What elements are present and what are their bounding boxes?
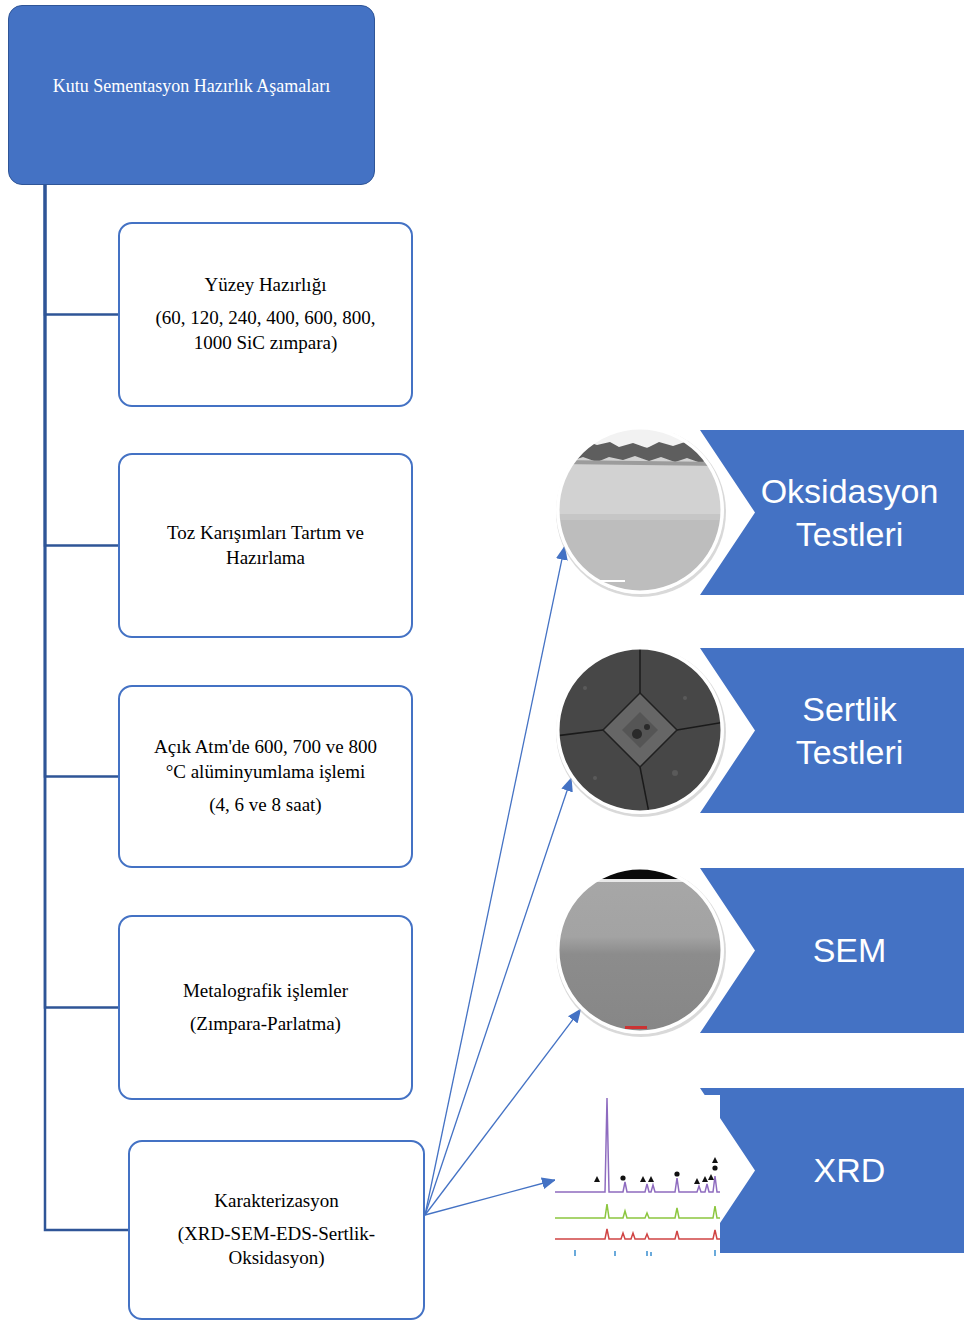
chevron-band bbox=[700, 648, 964, 813]
chevron-band bbox=[700, 1088, 964, 1253]
illustration-part bbox=[555, 863, 725, 879]
illustration-part bbox=[555, 1204, 720, 1218]
illustration-part bbox=[575, 1250, 715, 1256]
tab-shape bbox=[555, 430, 964, 595]
tab-shape bbox=[555, 648, 964, 813]
illustration-part bbox=[594, 1176, 600, 1182]
illustration-part bbox=[555, 1095, 720, 1263]
illustration-part bbox=[593, 776, 597, 780]
node-label: Karakterizasyon bbox=[152, 1189, 401, 1214]
text-holder: Açık Atm'de 600, 700 ve 800 °C alüminyum… bbox=[142, 735, 389, 817]
node-detail: (60, 120, 240, 400, 600, 800, 1000 SiC z… bbox=[142, 306, 389, 355]
photo-frame bbox=[558, 868, 722, 1032]
tree-connector bbox=[45, 185, 128, 1230]
sem-micrograph bbox=[555, 863, 725, 1038]
node-label: Yüzey Hazırlığı bbox=[142, 273, 389, 298]
result-tab: XRD bbox=[555, 1088, 964, 1253]
text-holder: Yüzey Hazırlığı (60, 120, 240, 400, 600, … bbox=[142, 273, 389, 355]
text-holder: Sertlik Testleri bbox=[745, 648, 954, 813]
illustration-part bbox=[555, 1229, 720, 1239]
illustration-part bbox=[555, 460, 725, 466]
illustration-part bbox=[712, 1157, 718, 1163]
illustration-part bbox=[625, 1026, 647, 1029]
text-holder: Metalografik işlemler (Zımpara-Parlatma) bbox=[183, 979, 348, 1036]
illustration-part bbox=[672, 770, 678, 776]
process-box: Yüzey Hazırlığı (60, 120, 240, 400, 600, … bbox=[118, 222, 413, 407]
node-label: SEM bbox=[813, 929, 887, 972]
node-label: Oksidasyon Testleri bbox=[745, 470, 954, 555]
process-box: Açık Atm'de 600, 700 ve 800 °C alüminyum… bbox=[118, 685, 413, 868]
text-holder: SEM bbox=[745, 868, 954, 1033]
text-holder: XRD bbox=[745, 1088, 954, 1253]
illustration-part bbox=[712, 1165, 717, 1170]
illustration-part bbox=[639, 643, 641, 693]
illustration-part bbox=[677, 722, 725, 730]
illustration-part bbox=[640, 1176, 646, 1182]
tab-shape bbox=[555, 868, 964, 1033]
tree-connector bbox=[45, 185, 118, 1008]
illustration-part bbox=[583, 686, 587, 690]
illustration-part bbox=[555, 879, 725, 882]
illustration-part bbox=[644, 724, 650, 730]
tab-shape bbox=[555, 1088, 964, 1253]
illustration-part bbox=[622, 712, 658, 748]
illustration-part bbox=[648, 1176, 654, 1182]
photo-frame bbox=[558, 428, 722, 592]
photo-frame bbox=[558, 648, 722, 812]
illustration-part bbox=[603, 693, 677, 767]
node-label: Toz Karışımları Tartım ve Hazırlama bbox=[142, 521, 389, 570]
arrow-connector bbox=[425, 778, 571, 1215]
illustration-part bbox=[683, 696, 687, 700]
oxidation-micrograph bbox=[555, 425, 725, 600]
chevron-band bbox=[700, 868, 964, 1033]
illustration-part bbox=[555, 863, 725, 1038]
xrd-pattern bbox=[555, 1095, 720, 1263]
result-tab: SEM bbox=[555, 868, 964, 1033]
text-holder: Kutu Sementasyon Hazırlık Aşamaları bbox=[53, 75, 330, 98]
node-label: Açık Atm'de 600, 700 ve 800 °C alüminyum… bbox=[142, 735, 389, 784]
tree-connector bbox=[45, 185, 118, 777]
illustration-part bbox=[702, 1176, 708, 1182]
arrow-connector bbox=[425, 1180, 555, 1215]
node-detail: (Zımpara-Parlatma) bbox=[183, 1012, 348, 1037]
illustration-part bbox=[620, 1175, 625, 1180]
node-detail: (XRD-SEM-EDS-Sertlik-Oksidasyon) bbox=[152, 1222, 401, 1271]
process-box: Metalografik işlemler (Zımpara-Parlatma) bbox=[118, 915, 413, 1100]
illustration-part bbox=[708, 1174, 714, 1180]
text-holder: Karakterizasyon (XRD-SEM-EDS-Sertlik-Oksi… bbox=[152, 1189, 401, 1271]
chevron-band bbox=[700, 430, 964, 595]
illustration-part bbox=[694, 1178, 700, 1184]
title-box: Kutu Sementasyon Hazırlık Aşamaları bbox=[8, 5, 375, 185]
tree-connector bbox=[45, 185, 118, 315]
node-label: Kutu Sementasyon Hazırlık Aşamaları bbox=[53, 75, 330, 98]
text-holder: Oksidasyon Testleri bbox=[745, 430, 954, 595]
illustration-part bbox=[555, 730, 603, 736]
result-tab: Sertlik Testleri bbox=[555, 648, 964, 813]
arrow-connector bbox=[425, 547, 565, 1215]
illustration-part bbox=[555, 643, 725, 818]
hardness-indent-micrograph bbox=[555, 643, 725, 818]
result-tab: Oksidasyon Testleri bbox=[555, 430, 964, 595]
illustration-part bbox=[674, 1171, 679, 1176]
node-label: XRD bbox=[814, 1149, 886, 1192]
text-holder: Toz Karışımları Tartım ve Hazırlama bbox=[142, 521, 389, 570]
process-box: Karakterizasyon (XRD-SEM-EDS-Sertlik-Oksi… bbox=[128, 1140, 425, 1320]
process-box: Toz Karışımları Tartım ve Hazırlama bbox=[118, 453, 413, 638]
illustration-part bbox=[555, 1098, 720, 1192]
node-detail: (4, 6 ve 8 saat) bbox=[142, 793, 389, 818]
illustration-part bbox=[555, 425, 725, 515]
illustration-part bbox=[555, 425, 725, 600]
node-label: Metalografik işlemler bbox=[183, 979, 348, 1004]
tree-connector bbox=[45, 185, 118, 546]
illustration-part bbox=[632, 729, 642, 739]
node-label: Sertlik Testleri bbox=[745, 688, 954, 773]
illustration-part bbox=[555, 514, 725, 520]
